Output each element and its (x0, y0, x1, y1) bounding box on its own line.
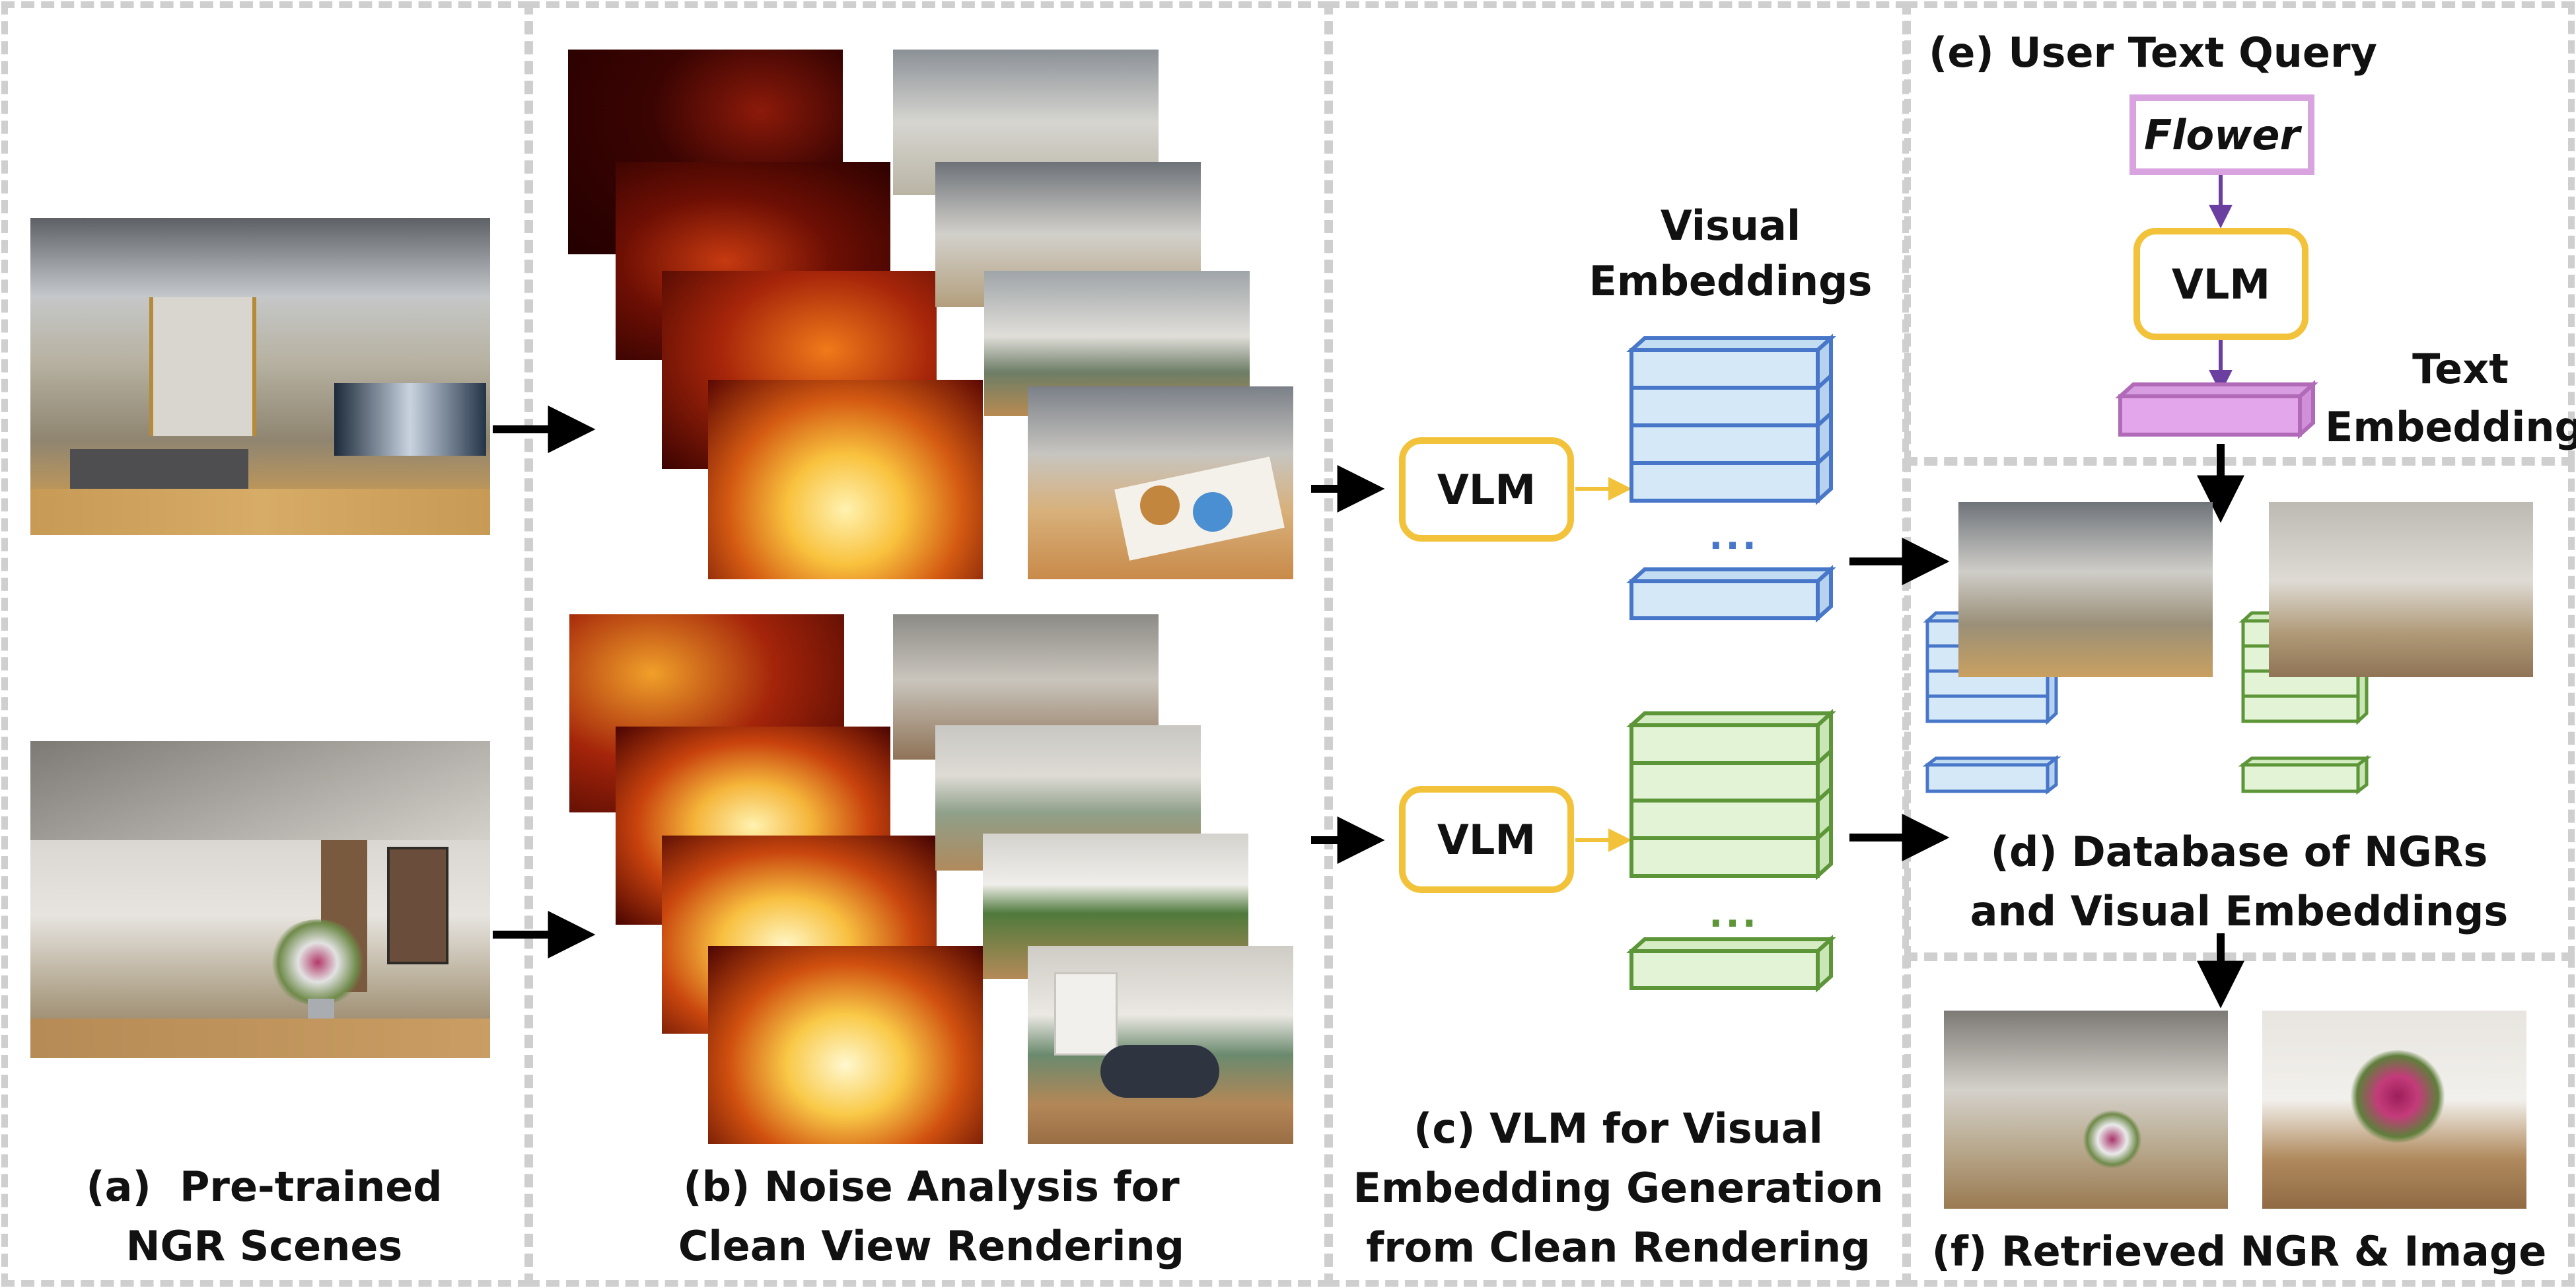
panel-c-caption-line1: (c) VLM for Visual (1413, 1104, 1823, 1153)
panel-f (1904, 954, 2575, 1287)
ellipsis-blue: ... (1709, 515, 1759, 558)
vlm-label: VLM (1437, 465, 1536, 514)
panel-e-caption-title: (e) User Text Query (1929, 28, 2377, 77)
clean-view-bottom-4 (1028, 946, 1293, 1144)
panel-c-caption-line2: Embedding Generation (1353, 1164, 1884, 1212)
stack-icon (1626, 709, 1836, 993)
query-text: Flower (2143, 110, 2301, 159)
panel-a-caption-line2: NGR Scenes (125, 1222, 403, 1270)
text-embedding-line2: Embedding (2325, 403, 2576, 451)
text-embedding-label: Text Embedding (2325, 340, 2576, 456)
ngr-scene-living-room-render (30, 741, 490, 1058)
panel-f-caption-title: (f) Retrieved NGR & Image (1931, 1227, 2547, 1275)
panel-c-caption: (c) VLM for Visual Embedding Generation … (1341, 1099, 1896, 1277)
visual-embedding-stack-green (1626, 709, 1836, 880)
retrieved-image (2262, 1011, 2526, 1209)
vlm-label: VLM (1437, 815, 1536, 864)
panel-e-caption: (e) User Text Query (1929, 26, 2378, 79)
visual-embeddings-label: Visual Embeddings (1585, 198, 1876, 309)
visual-embeddings-line2: Embeddings (1589, 257, 1873, 305)
user-query-box: Flower (2129, 94, 2314, 175)
clean-view-top-4 (1028, 386, 1293, 579)
ellipsis-green: ... (1709, 893, 1759, 936)
panel-b-caption-line2: Clean View Rendering (678, 1222, 1185, 1270)
panel-d-caption-line2: and Visual Embeddings (1970, 887, 2509, 935)
database-ngr-thumbnail-living-room (2269, 502, 2533, 677)
panel-d-caption-line1: (d) Database of NGRs (1990, 828, 2488, 876)
panel-c-caption-line3: from Clean Rendering (1366, 1223, 1871, 1271)
panel-b-caption-line1: (b) Noise Analysis for (683, 1163, 1180, 1211)
panel-d-caption: (d) Database of NGRs and Visual Embeddin… (1915, 822, 2563, 941)
noise-heatmap-bottom-4 (708, 946, 983, 1144)
visual-embedding-stack-blue (1626, 334, 1836, 505)
stack-icon (1626, 334, 1836, 623)
ngr-scene-office-render (30, 218, 490, 535)
panel-a-caption: (a) Pre-trained NGR Scenes (20, 1157, 509, 1276)
database-embedding-green (2238, 609, 2372, 795)
visual-embeddings-line1: Visual (1660, 201, 1801, 250)
panel-a-caption-line1: (a) Pre-trained (86, 1163, 443, 1211)
text-embedding-line1: Text (2412, 345, 2509, 393)
database-ngr-thumbnail-office (1958, 502, 2213, 677)
vlm-box-bottom: VLM (1399, 786, 1574, 893)
vlm-box-top: VLM (1399, 437, 1574, 542)
panel-b-caption: (b) Noise Analysis for Clean View Render… (548, 1157, 1314, 1276)
retrieved-ngr-render (1944, 1011, 2228, 1209)
vlm-box-query: VLM (2133, 228, 2308, 340)
text-embedding-bar (2115, 380, 2318, 439)
vlm-label: VLM (2171, 260, 2271, 308)
panel-f-caption: (f) Retrieved NGR & Image (1915, 1222, 2563, 1281)
noise-heatmap-top-4 (708, 380, 983, 579)
visual-embedding-single-blue (1626, 565, 1836, 623)
visual-embedding-single-green (1626, 935, 1836, 993)
